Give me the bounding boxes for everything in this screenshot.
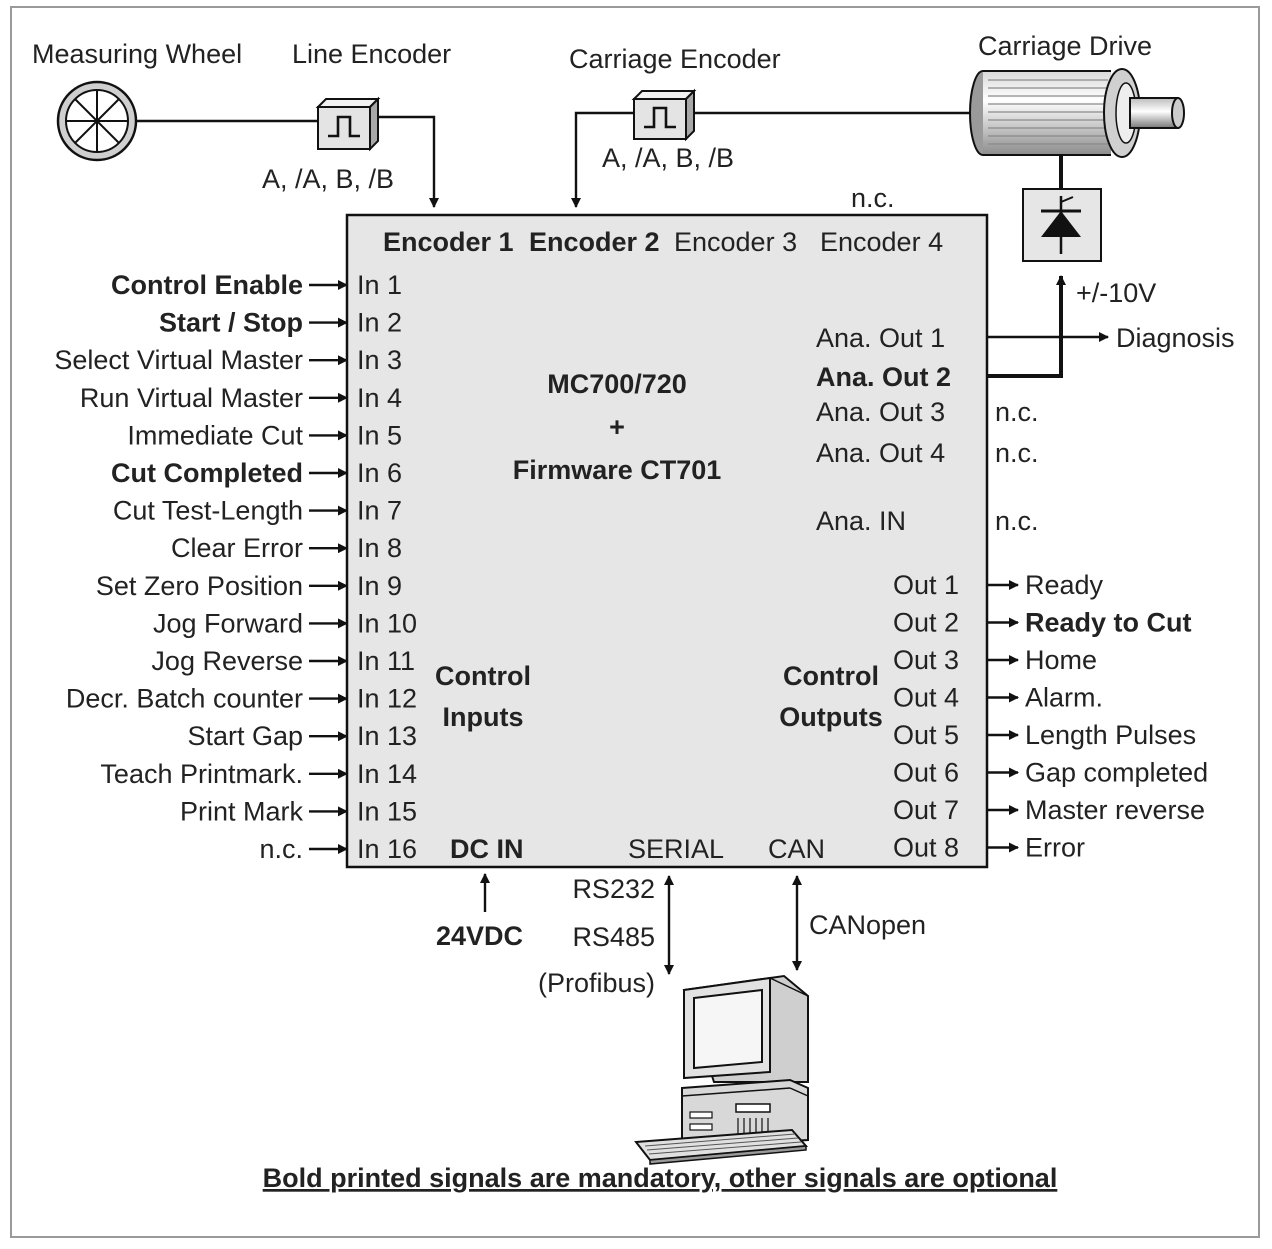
measuring-wheel-label: Measuring Wheel: [32, 39, 242, 69]
input-port-label: In 15: [357, 796, 417, 826]
output-signal-label: Ready: [1025, 570, 1104, 600]
input-port-label: In 7: [357, 496, 402, 526]
controller-title: MC700/720: [547, 369, 687, 399]
output-signal-label: Ready to Cut: [1025, 608, 1192, 638]
ana-out-3: Ana. Out 3: [816, 397, 945, 427]
input-signal-label: Immediate Cut: [127, 420, 303, 450]
ana-in-nc: n.c.: [995, 506, 1039, 536]
input-port-label: In 12: [357, 684, 417, 714]
serial-port: SERIAL: [628, 834, 724, 864]
output-signal-label: Home: [1025, 645, 1097, 675]
ana-out-3-nc: n.c.: [995, 397, 1039, 427]
input-signal-label: Cut Test-Length: [113, 496, 303, 526]
output-port-label: Out 7: [893, 795, 959, 825]
voltage-label: +/-10V: [1076, 278, 1156, 308]
encoder-4-nc: n.c.: [851, 183, 895, 213]
input-port-label: In 8: [357, 533, 402, 563]
encoder-4-label: Encoder 4: [820, 227, 943, 257]
diagnosis-label: Diagnosis: [1116, 323, 1235, 353]
output-port-label: Out 1: [893, 570, 959, 600]
line-encoder-signals: A, /A, B, /B: [262, 164, 394, 194]
input-signal-label: Jog Reverse: [151, 646, 303, 676]
control-outputs-label: Control: [783, 661, 879, 691]
ana-out-4: Ana. Out 4: [816, 438, 945, 468]
carriage-encoder-label: Carriage Encoder: [569, 44, 781, 74]
output-signal-label: Gap completed: [1025, 758, 1208, 788]
ana-out-4-nc: n.c.: [995, 438, 1039, 468]
control-inputs-label-2: Inputs: [443, 702, 524, 732]
encoder-1-label: Encoder 1: [383, 227, 514, 257]
input-port-label: In 11: [357, 646, 415, 676]
input-signal-label: Control Enable: [111, 270, 303, 300]
output-port-label: Out 4: [893, 683, 959, 713]
control-outputs-label-2: Outputs: [779, 702, 882, 732]
power-label: 24VDC: [436, 921, 523, 951]
output-port-label: Out 2: [893, 608, 959, 638]
output-signal-label: Length Pulses: [1025, 720, 1196, 750]
controller-box: [345, 213, 989, 869]
input-signal-label: Start / Stop: [159, 308, 303, 338]
input-signal-label: Set Zero Position: [96, 571, 303, 601]
output-port-label: Out 6: [893, 758, 959, 788]
line-encoder-label: Line Encoder: [292, 39, 451, 69]
control-inputs-label: Control: [435, 661, 531, 691]
input-port-label: In 2: [357, 308, 402, 338]
input-port-label: In 13: [357, 721, 417, 751]
footer-note: Bold printed signals are mandatory, othe…: [263, 1163, 1058, 1193]
input-port-label: In 1: [357, 270, 402, 300]
input-signal-label: Clear Error: [171, 533, 303, 563]
canopen-label: CANopen: [809, 910, 926, 940]
input-signal-label: Run Virtual Master: [80, 383, 303, 413]
input-signal-label: Print Mark: [180, 796, 304, 826]
output-signal-label: Alarm.: [1025, 683, 1103, 713]
input-signal-label: Decr. Batch counter: [66, 684, 303, 714]
serial-rs232: RS232: [572, 874, 655, 904]
ana-out-1: Ana. Out 1: [816, 323, 945, 353]
input-port-label: In 10: [357, 608, 417, 638]
output-signal-label: Master reverse: [1025, 795, 1205, 825]
input-port-label: In 4: [357, 383, 402, 413]
carriage-drive-icon: [969, 68, 1185, 158]
encoder-3-label: Encoder 3: [674, 227, 797, 257]
can-port: CAN: [768, 834, 825, 864]
input-port-label: In 14: [357, 759, 417, 789]
output-port-label: Out 3: [893, 645, 959, 675]
input-port-label: In 6: [357, 458, 402, 488]
controller-plus: +: [609, 412, 625, 442]
serial-rs485: RS485: [572, 922, 655, 952]
computer-icon: [634, 974, 809, 1165]
input-rows: Control Enable In 1 Start / Stop In 2 Select…: [54, 270, 417, 864]
carriage-drive-label: Carriage Drive: [978, 31, 1152, 61]
input-port-label: In 16: [357, 834, 417, 864]
ana-in: Ana. IN: [816, 506, 906, 536]
measuring-wheel-icon: [56, 80, 138, 162]
output-port-label: Out 8: [893, 833, 959, 863]
input-port-label: In 9: [357, 571, 402, 601]
ana-out-2: Ana. Out 2: [816, 362, 951, 392]
output-port-label: Out 5: [893, 720, 959, 750]
firmware-label: Firmware CT701: [513, 455, 722, 485]
dc-in-port: DC IN: [450, 834, 524, 864]
input-signal-label: n.c.: [259, 834, 303, 864]
input-signal-label: Jog Forward: [153, 608, 303, 638]
encoder-2-label: Encoder 2: [529, 227, 660, 257]
input-signal-label: Teach Printmark.: [100, 759, 303, 789]
serial-profibus: (Profibus): [538, 968, 655, 998]
line-encoder-icon: [315, 96, 381, 152]
carriage-encoder-signals: A, /A, B, /B: [602, 143, 734, 173]
drive-amplifier-icon: [1022, 188, 1102, 262]
carriage-encoder-icon: [631, 88, 697, 142]
input-signal-label: Select Virtual Master: [54, 345, 303, 375]
input-port-label: In 3: [357, 345, 402, 375]
output-signal-label: Error: [1025, 833, 1085, 863]
input-signal-label: Start Gap: [187, 721, 303, 751]
input-signal-label: Cut Completed: [111, 458, 303, 488]
input-port-label: In 5: [357, 420, 402, 450]
